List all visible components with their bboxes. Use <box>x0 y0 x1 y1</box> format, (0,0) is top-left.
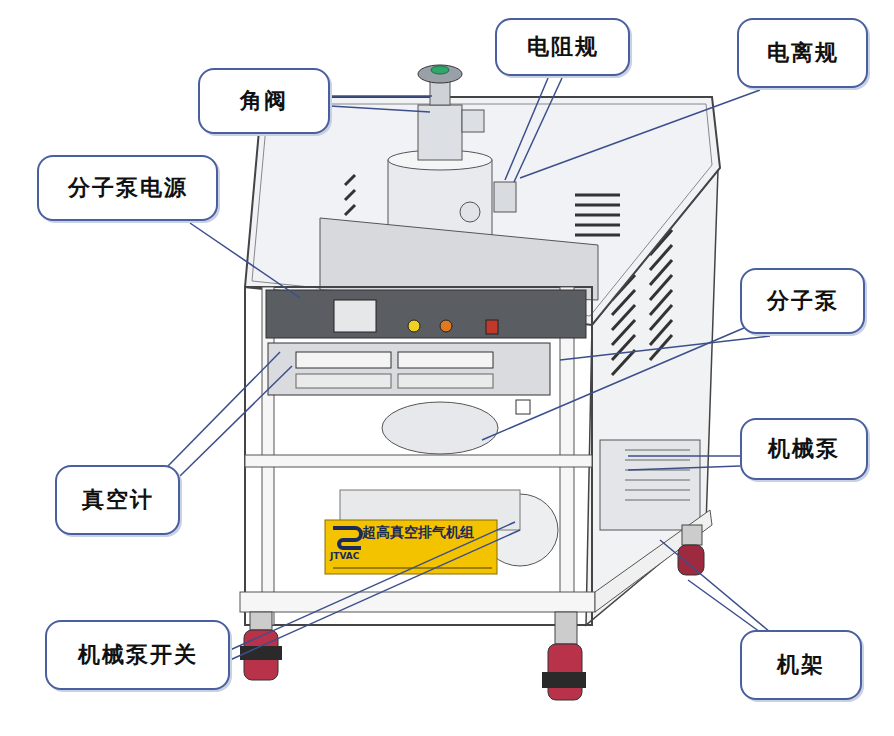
mech-pump-body <box>600 440 700 530</box>
gauge-display <box>398 352 493 368</box>
callout-label: 机架 <box>777 650 825 680</box>
callout-label: 分子泵 <box>767 286 839 316</box>
callout-box: 真空计 <box>55 465 180 535</box>
callout-label: 分子泵电源 <box>68 173 188 203</box>
button <box>440 320 452 332</box>
pump-fins <box>625 450 690 500</box>
base-rail <box>240 592 595 612</box>
glass-edge <box>252 104 712 316</box>
valve-port <box>462 110 484 132</box>
crossbar <box>245 455 592 467</box>
caster <box>678 525 704 575</box>
name-plate <box>325 520 497 574</box>
gauge-panel <box>268 343 550 395</box>
callout-label: 角阀 <box>240 86 288 116</box>
callout-label: 电阻规 <box>527 32 599 62</box>
side-rail <box>595 510 712 612</box>
power-switch <box>486 320 498 334</box>
valve-cap <box>431 66 449 74</box>
button <box>408 320 420 332</box>
pirani-gauge <box>494 182 516 212</box>
front-frame <box>245 287 592 625</box>
callout-box: 分子泵 <box>740 268 865 334</box>
callout-box: 机械泵开关 <box>45 620 230 690</box>
callout-box: 分子泵电源 <box>37 155 218 221</box>
gauge-display <box>296 352 391 368</box>
plate-label: JTVAC <box>330 551 359 561</box>
caster <box>542 612 586 700</box>
leader-lines <box>168 78 770 660</box>
callout-label: 真空计 <box>82 485 154 515</box>
logo-mark <box>333 528 361 548</box>
ion-gauge <box>460 202 480 222</box>
callout-label: 电离规 <box>767 38 839 68</box>
molecular-pump <box>382 402 498 454</box>
gauge-keys <box>398 374 493 388</box>
callout-label: 机械泵开关 <box>78 640 198 670</box>
valve-body <box>418 105 462 160</box>
keypad <box>334 300 376 332</box>
callout-box: 机械泵 <box>740 418 868 480</box>
callout-box: 电阻规 <box>495 18 630 76</box>
power-panel <box>266 290 586 338</box>
valve-knob <box>418 65 462 83</box>
callout-box: 机架 <box>740 630 862 700</box>
plate-label: 超高真空排气机组 <box>362 524 474 542</box>
switch <box>516 400 530 414</box>
gauge-keys <box>296 374 391 388</box>
callout-box: 角阀 <box>198 68 330 134</box>
callout-box: 电离规 <box>737 18 868 88</box>
callout-label: 机械泵 <box>768 434 840 464</box>
